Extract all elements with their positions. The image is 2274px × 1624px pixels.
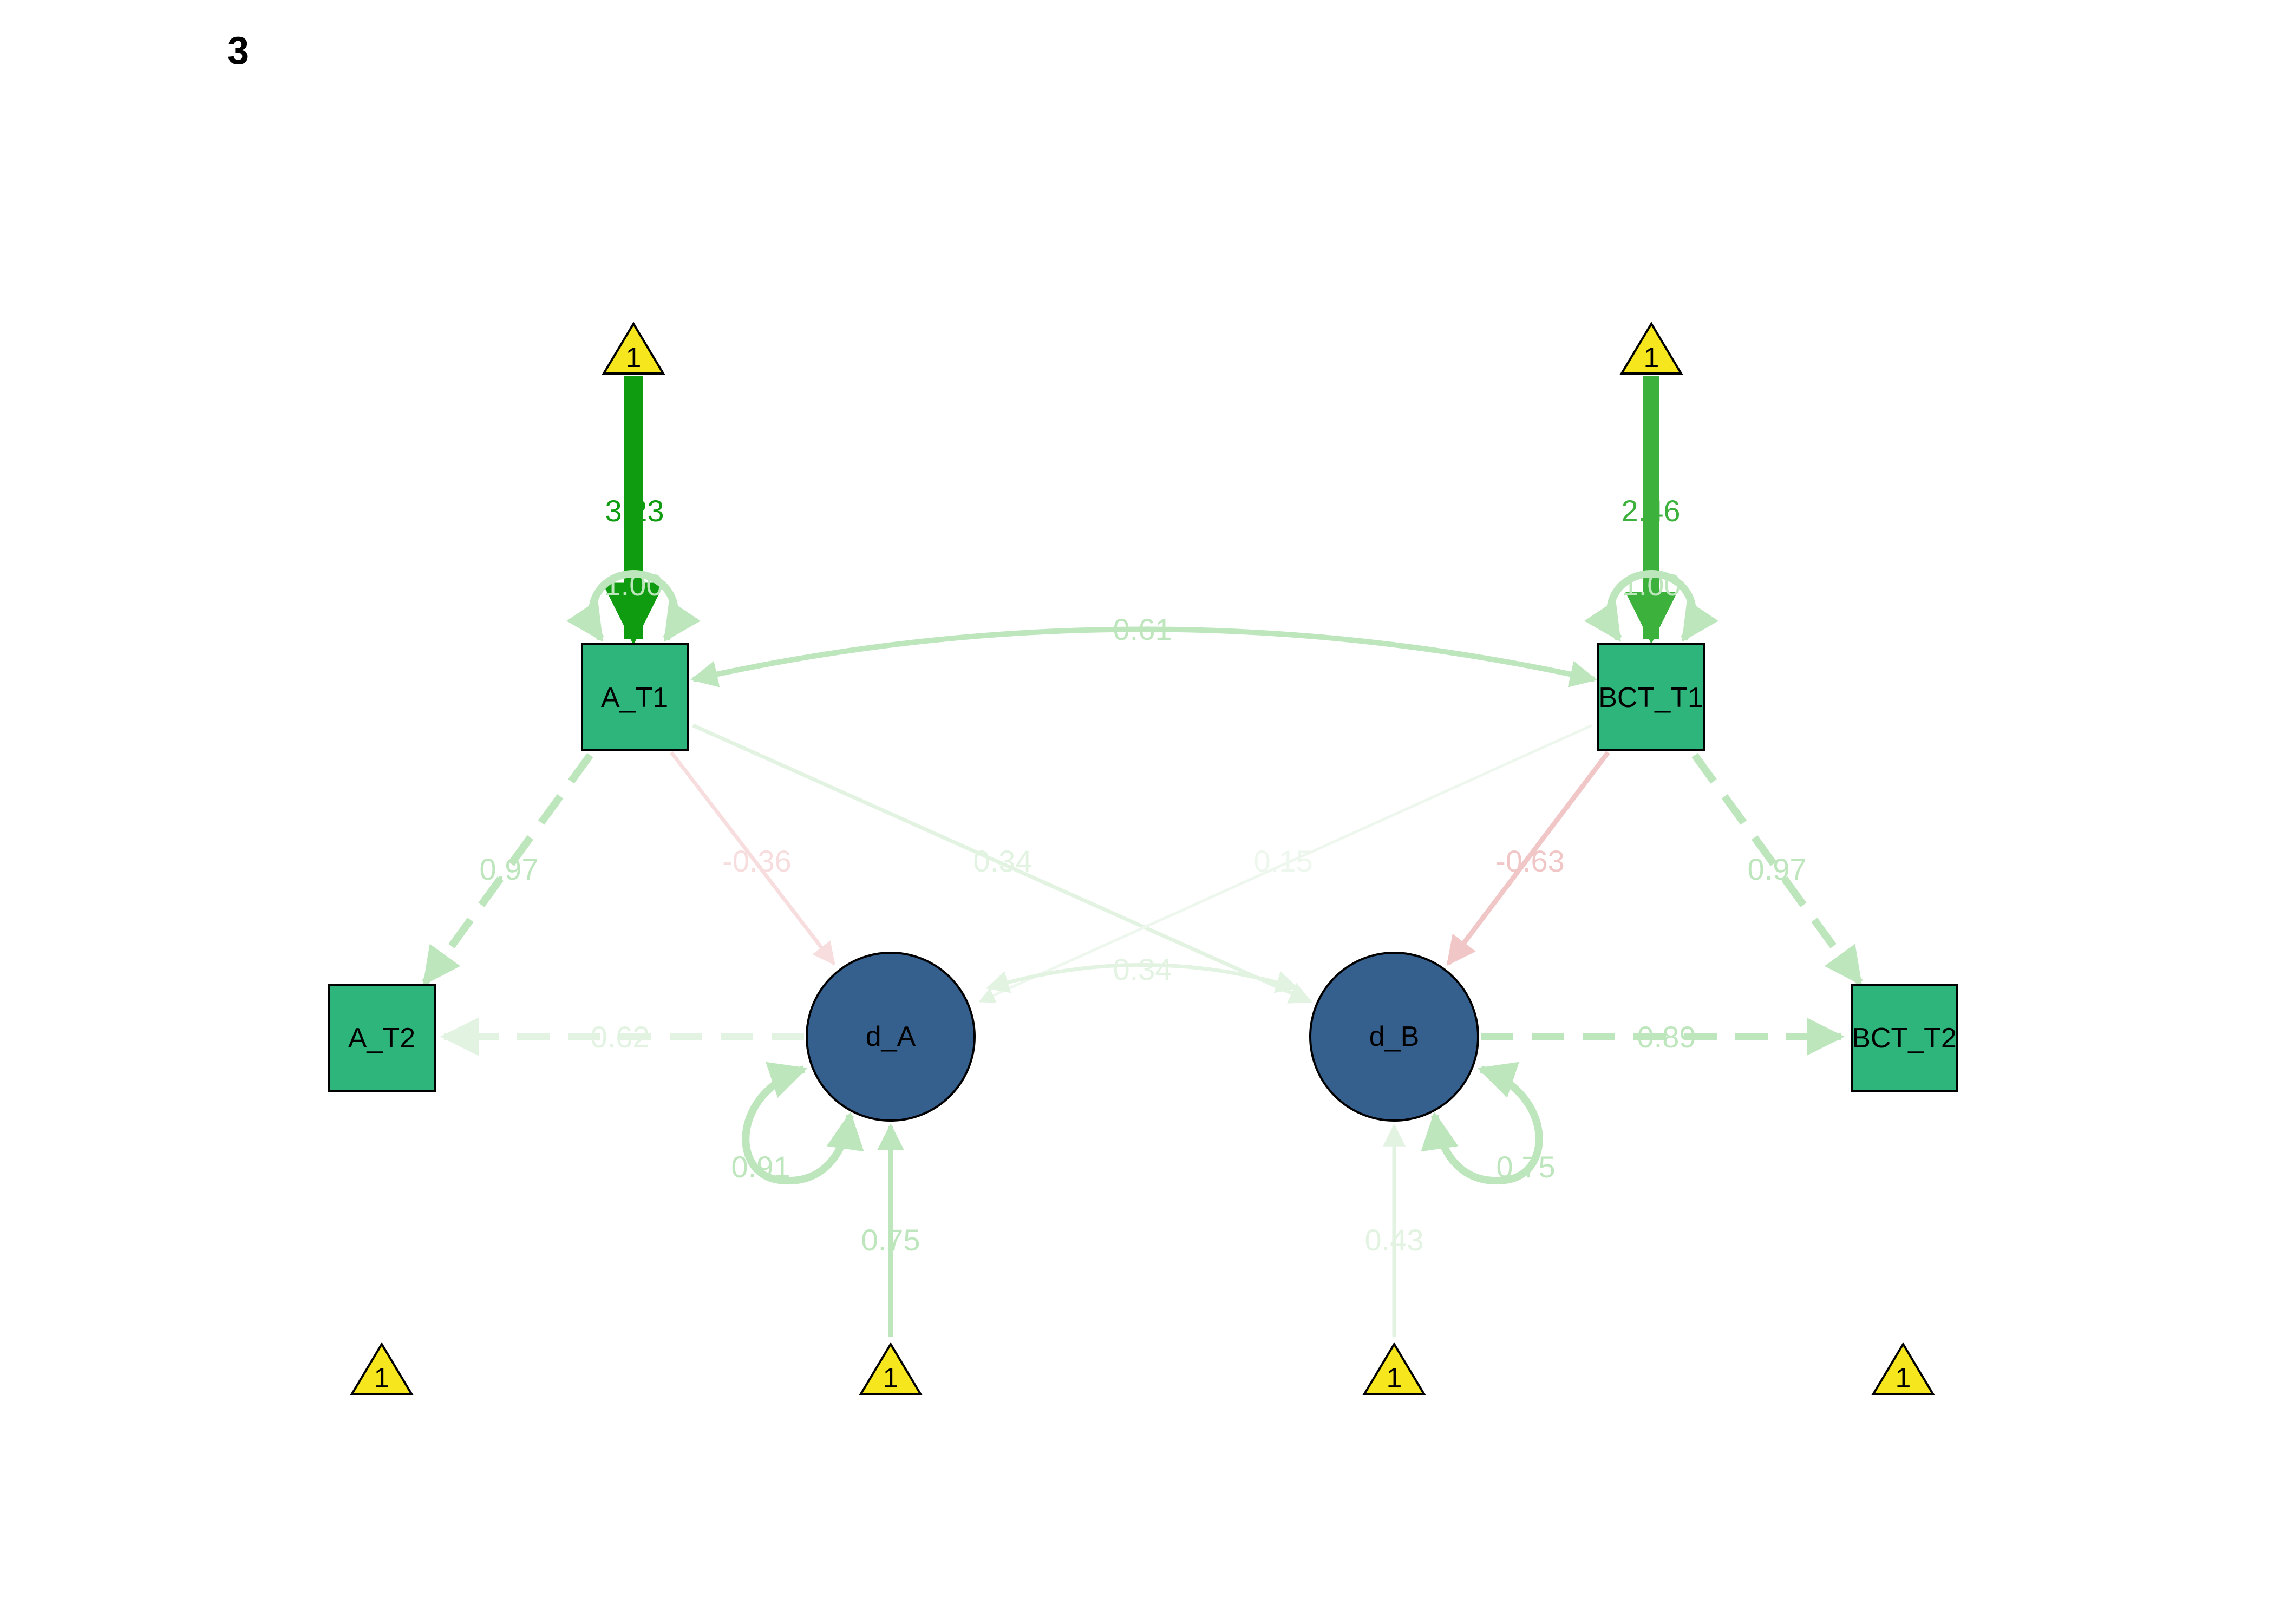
edge-label: 1.00 xyxy=(1622,568,1681,602)
panel-label: 3 xyxy=(227,29,249,73)
constant-node-c4: 1 xyxy=(859,1342,923,1395)
edge-label: 0.62 xyxy=(591,1020,650,1054)
edge-d_A-variance xyxy=(742,1062,864,1185)
manifest-label: A_T2 xyxy=(348,1023,415,1054)
edge-BCT_T1-variance xyxy=(1584,569,1719,642)
constant-node-c5: 1 xyxy=(1362,1342,1426,1395)
constant-node-c2: 1 xyxy=(1619,322,1683,375)
constant-node-c6: 1 xyxy=(1871,1342,1935,1395)
edge-label: -0.63 xyxy=(1495,844,1565,878)
constant-node-c1: 1 xyxy=(602,322,665,375)
edge-label: 0.75 xyxy=(1497,1150,1556,1184)
edge-label: 1.00 xyxy=(604,568,663,602)
edge-label: 0.75 xyxy=(861,1223,920,1257)
latent-label: d_B xyxy=(1369,1021,1420,1052)
edge-A_T1-variance xyxy=(566,569,701,642)
edge-label: 0.89 xyxy=(1637,1020,1696,1054)
manifest-node-A_T2: A_T2 xyxy=(328,984,436,1092)
edge-A_T1-d_A xyxy=(670,751,835,966)
edge-A_T1-A_T2 xyxy=(422,752,593,986)
edge-d_A-d_B-covariance xyxy=(985,963,1299,993)
latent-label: d_A xyxy=(866,1021,916,1052)
edge-A_T1-BCT_T1-covariance xyxy=(690,626,1597,687)
edge-label: 0.15 xyxy=(1254,844,1313,878)
edge-label: 3.23 xyxy=(605,494,664,528)
edge-label: 0.61 xyxy=(1113,612,1172,646)
edge-label: 0.34 xyxy=(973,844,1033,878)
manifest-label: BCT_T2 xyxy=(1852,1023,1957,1054)
edge-label: 0.97 xyxy=(480,852,539,886)
edge-label: -0.36 xyxy=(722,844,792,878)
constant-node-c3: 1 xyxy=(350,1342,414,1395)
edge-label: 0.34 xyxy=(1113,952,1172,986)
manifest-label: A_T1 xyxy=(601,682,668,713)
edge-label: 2.46 xyxy=(1622,494,1681,528)
manifest-node-BCT_T2: BCT_T2 xyxy=(1851,984,1958,1092)
edge-A_T1-d_B xyxy=(692,723,1312,1004)
latent-node-d_A: d_A xyxy=(806,952,976,1122)
constant-label: 1 xyxy=(1387,1363,1402,1394)
manifest-node-A_T1: A_T1 xyxy=(581,643,689,751)
edge-label: 0.43 xyxy=(1365,1223,1424,1257)
edge-label: 0.97 xyxy=(1748,852,1807,886)
manifest-label: BCT_T1 xyxy=(1598,682,1703,713)
constant-label: 1 xyxy=(626,342,642,374)
constant-label: 1 xyxy=(1644,342,1659,374)
edge-BCT_T1-BCT_T2 xyxy=(1691,752,1863,986)
constant-label: 1 xyxy=(1896,1363,1911,1394)
latent-node-d_B: d_B xyxy=(1309,952,1479,1122)
edge-BCT_T1-d_B xyxy=(1446,751,1610,966)
constant-label: 1 xyxy=(883,1363,899,1394)
edge-d_B-variance xyxy=(1421,1062,1543,1185)
constant-label: 1 xyxy=(374,1363,390,1394)
edge-label: 0.91 xyxy=(731,1150,790,1184)
edge-BCT_T1-d_A xyxy=(978,724,1593,1003)
manifest-node-BCT_T1: BCT_T1 xyxy=(1597,643,1705,751)
